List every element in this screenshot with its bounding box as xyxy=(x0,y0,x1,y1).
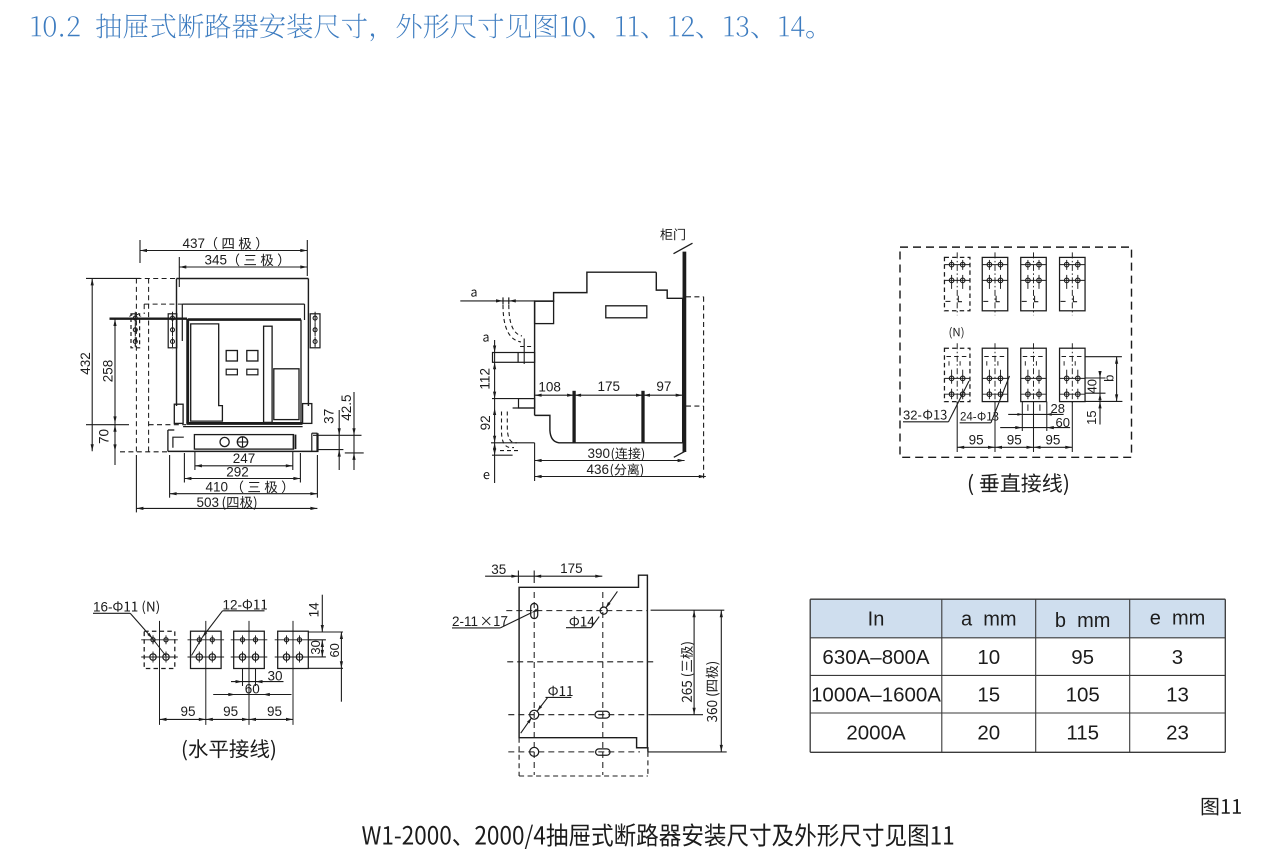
svg-text:105: 105 xyxy=(1066,683,1100,706)
svg-text:390: 390 xyxy=(587,446,610,461)
svg-text:410: 410 xyxy=(205,480,228,495)
svg-text:292: 292 xyxy=(226,464,249,479)
svg-text:40: 40 xyxy=(1084,379,1099,393)
svg-text:258: 258 xyxy=(101,360,116,383)
svg-text:10: 10 xyxy=(977,646,1000,669)
svg-text:247: 247 xyxy=(233,451,256,466)
svg-text:95: 95 xyxy=(180,704,195,719)
svg-text:60: 60 xyxy=(327,643,342,657)
svg-text:a mm: a mm xyxy=(961,609,1017,631)
svg-text:432: 432 xyxy=(78,352,93,375)
svg-text:30: 30 xyxy=(267,669,282,684)
svg-text:436: 436 xyxy=(586,462,609,477)
svg-text:32-: 32- xyxy=(903,408,922,423)
svg-text:24-: 24- xyxy=(960,412,977,424)
svg-text:20: 20 xyxy=(977,721,1000,744)
svg-text:23: 23 xyxy=(1166,721,1189,744)
svg-text:12-: 12- xyxy=(223,598,243,613)
svg-text:97: 97 xyxy=(656,379,671,394)
svg-text:95: 95 xyxy=(223,704,238,719)
svg-text:37: 37 xyxy=(322,409,337,424)
svg-text:95: 95 xyxy=(1007,432,1022,447)
svg-text:70: 70 xyxy=(97,429,112,444)
svg-text:95: 95 xyxy=(1045,432,1060,447)
svg-text:60: 60 xyxy=(245,681,260,696)
svg-text:630A–800A: 630A–800A xyxy=(822,646,929,669)
svg-text:b mm: b mm xyxy=(1055,610,1111,632)
svg-text:112: 112 xyxy=(477,368,492,390)
svg-text:14: 14 xyxy=(306,602,321,618)
svg-text:95: 95 xyxy=(1071,646,1094,669)
svg-text:60: 60 xyxy=(1056,415,1070,430)
svg-text:16-: 16- xyxy=(93,600,113,615)
svg-text:30: 30 xyxy=(308,640,323,654)
svg-text:15: 15 xyxy=(1084,410,1099,424)
svg-text:95: 95 xyxy=(267,704,282,719)
svg-text:2000A: 2000A xyxy=(846,721,906,744)
svg-text:175: 175 xyxy=(598,379,621,394)
svg-text:437: 437 xyxy=(182,236,205,251)
svg-text:503: 503 xyxy=(196,495,219,510)
svg-text:28: 28 xyxy=(1051,401,1065,416)
svg-text:345: 345 xyxy=(204,253,227,268)
svg-text:1000A–1600A: 1000A–1600A xyxy=(811,683,941,706)
svg-text:e mm: e mm xyxy=(1150,608,1206,630)
svg-text:35: 35 xyxy=(491,562,506,577)
svg-text:95: 95 xyxy=(969,432,984,447)
svg-text:108: 108 xyxy=(538,380,561,395)
svg-text:2-11: 2-11 xyxy=(452,614,478,629)
svg-text:3: 3 xyxy=(1172,646,1183,669)
svg-text:92: 92 xyxy=(478,415,493,430)
svg-text:115: 115 xyxy=(1066,721,1099,744)
svg-text:In: In xyxy=(868,609,885,631)
svg-text:175: 175 xyxy=(560,561,583,576)
svg-text:13: 13 xyxy=(1166,683,1189,706)
svg-text:b: b xyxy=(1102,375,1117,382)
svg-text:15: 15 xyxy=(977,683,1000,706)
svg-text:42.5: 42.5 xyxy=(339,394,354,420)
